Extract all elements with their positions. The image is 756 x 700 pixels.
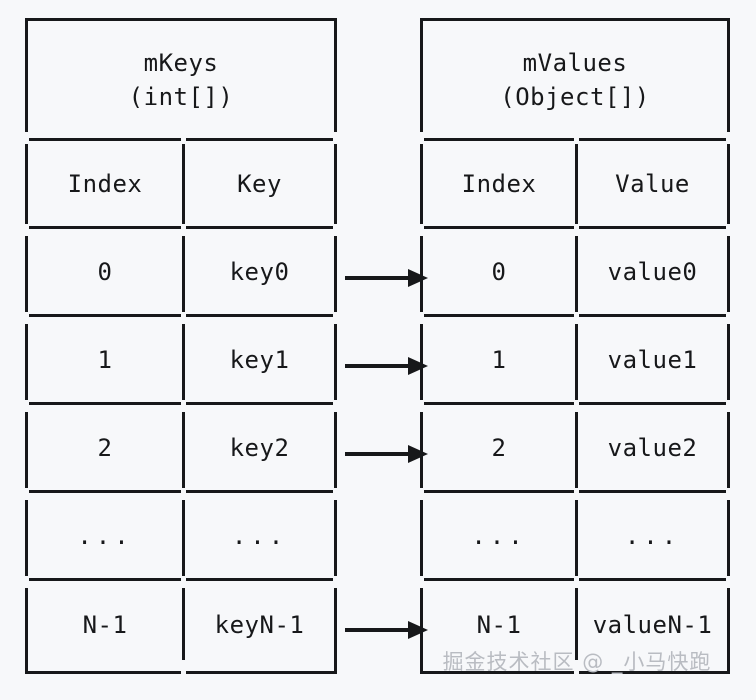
mkeys-header-index: Index (28, 141, 185, 226)
mvalues-type: (Object[]) (500, 82, 650, 111)
mkeys-key-2: key2 (229, 433, 290, 462)
table-row: ... ... (28, 493, 334, 581)
mvalues-value-2: value2 (607, 433, 698, 462)
table-row: 0 key0 (28, 229, 334, 317)
mvalues-value-n1: valueN-1 (592, 611, 713, 639)
mkeys-index-1: 1 (28, 317, 185, 402)
arrow-shaft (345, 452, 411, 456)
mvalues-title-band: mValues (Object[]) (423, 21, 727, 141)
table-row: 0 value0 (423, 229, 727, 317)
mvalues-index-2: 2 (423, 405, 578, 490)
table-row: N-1 keyN-1 (28, 581, 334, 669)
table-row: N-1 valueN-1 (423, 581, 727, 669)
mkeys-index-ellipsis: ... (28, 493, 185, 578)
mvalues-table: mValues (Object[]) Index Value 0 value0 … (420, 18, 730, 674)
mkeys-index-0: 0 (28, 229, 185, 314)
mkeys-index-2: 2 (28, 405, 185, 490)
mkeys-rows: Index Key 0 key0 1 key1 2 key2 ... ... N… (28, 141, 334, 669)
mvalues-value-1: value1 (607, 345, 698, 374)
mkeys-title: mKeys (143, 48, 219, 77)
connector-arrow-row-1 (345, 355, 431, 377)
mkeys-table: mKeys (int[]) Index Key 0 key0 1 key1 2 … (25, 18, 337, 674)
arrow-shaft (345, 628, 411, 632)
connector-arrow-row-0 (345, 267, 431, 289)
mvalues-header-row: Index Value (423, 141, 727, 229)
connector-arrow-row-2 (345, 443, 431, 465)
mvalues-header-index: Index (423, 141, 578, 226)
mkeys-type: (int[]) (128, 82, 234, 111)
mkeys-title-band: mKeys (int[]) (28, 21, 334, 141)
table-row: 1 key1 (28, 317, 334, 405)
table-row: 1 value1 (423, 317, 727, 405)
mkeys-key-0: key0 (229, 257, 290, 286)
mkeys-key-n1: keyN-1 (214, 611, 305, 639)
connector-arrow-row-n1 (345, 619, 431, 641)
mvalues-value-0: value0 (607, 257, 698, 286)
table-row: 2 value2 (423, 405, 727, 493)
mvalues-header-value: Value (615, 169, 690, 198)
table-row: 2 key2 (28, 405, 334, 493)
table-row: ... ... (423, 493, 727, 581)
mkeys-index-n1: N-1 (28, 581, 185, 669)
mvalues-rows: Index Value 0 value0 1 value1 2 value2 .… (423, 141, 727, 669)
mvalues-value-ellipsis: ... (624, 521, 681, 550)
mkeys-key-ellipsis: ... (231, 521, 288, 550)
arrow-shaft (345, 364, 411, 368)
mvalues-index-n1: N-1 (423, 581, 578, 669)
mvalues-index-ellipsis: ... (423, 493, 578, 578)
mvalues-index-1: 1 (423, 317, 578, 402)
mvalues-title: mValues (522, 48, 628, 77)
mkeys-header-row: Index Key (28, 141, 334, 229)
mvalues-index-0: 0 (423, 229, 578, 314)
mkeys-key-1: key1 (229, 345, 290, 374)
mkeys-header-key: Key (237, 169, 282, 198)
arrow-shaft (345, 276, 411, 280)
